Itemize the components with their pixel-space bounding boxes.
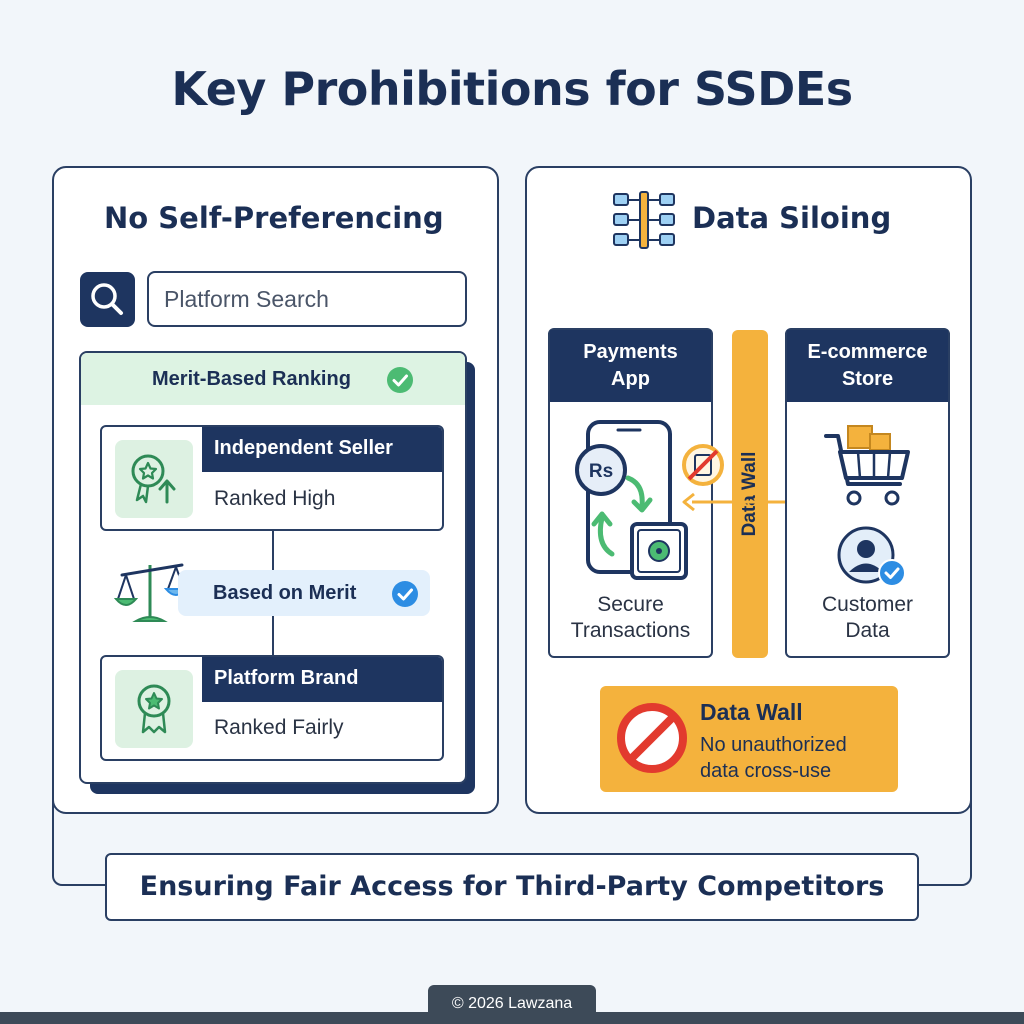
footer-banner — [105, 853, 919, 921]
check-icon — [387, 367, 413, 393]
payments-desc-line2: Transactions — [570, 619, 691, 642]
network-icon — [613, 191, 675, 249]
ecommerce-desc-line2: Data — [845, 619, 890, 642]
search-icon — [91, 283, 123, 315]
merit-ranking-label: Merit-Based Ranking — [152, 368, 351, 390]
data-wall-bar — [732, 330, 768, 658]
prohibited-icon — [617, 703, 687, 773]
seller-rank: Ranked High — [214, 487, 336, 510]
ecommerce-desc-line1: Customer — [821, 593, 914, 616]
ecommerce-title-line2: Store — [841, 368, 894, 390]
page-title: Key Prohibitions for SSDEs — [171, 62, 853, 116]
self-preferencing-title: No Self-Preferencing — [104, 201, 444, 235]
ecommerce-desc: Customer Data — [787, 592, 948, 644]
payments-title-line2: App — [611, 368, 650, 390]
payments-title-line1: Payments — [583, 341, 678, 363]
seller-name: Independent Seller — [202, 427, 442, 472]
check-icon — [392, 581, 418, 607]
data-wall-callout-title: Data Wall — [700, 699, 803, 725]
cart-icon — [824, 425, 910, 506]
seller-name: Platform Brand — [202, 657, 442, 702]
payments-app-header: Payments App — [550, 330, 711, 402]
payments-desc-line1: Secure — [597, 593, 664, 616]
data-wall-callout-desc: No unauthorized data cross-use — [700, 734, 847, 782]
award-icon-box — [115, 670, 193, 748]
award-icon — [137, 684, 171, 734]
award-icon-box — [115, 440, 193, 518]
award-rising-icon — [131, 454, 176, 504]
seller-rank: Ranked Fairly — [214, 716, 344, 739]
copyright-badge: © 2026 Lawzana — [428, 985, 596, 1024]
payments-desc: Secure Transactions — [550, 592, 711, 644]
ecommerce-store-header: E-commerce Store — [787, 330, 948, 402]
ecommerce-title-line1: E-commerce — [807, 341, 928, 363]
no-documents-icon — [682, 444, 724, 486]
scale-icon — [113, 563, 188, 622]
phone-icon: Rs — [575, 420, 688, 580]
footer-text: Ensuring Fair Access for Third-Party Com… — [139, 871, 885, 902]
user-icon — [837, 526, 906, 587]
based-on-merit-label: Based on Merit — [213, 582, 357, 604]
currency-symbol: Rs — [589, 461, 613, 482]
based-on-merit-pill — [178, 570, 430, 616]
data-siloing-title: Data Siloing — [692, 201, 892, 235]
search-input[interactable]: Platform Search — [147, 271, 467, 327]
search-button[interactable] — [80, 272, 135, 327]
